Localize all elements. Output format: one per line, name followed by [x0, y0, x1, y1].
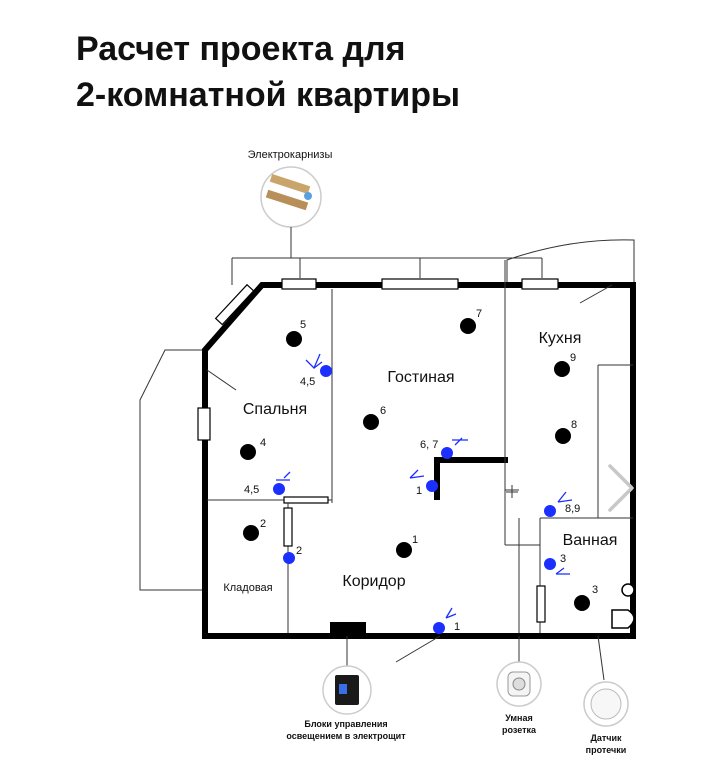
window-5 — [197, 407, 211, 441]
switch-icon — [441, 437, 468, 459]
label-lamp-9: 9 — [570, 352, 576, 364]
leak-sensor-icon — [583, 681, 629, 727]
lamp-icon — [555, 428, 571, 444]
lamp-icon — [574, 595, 590, 611]
lamp-icon — [240, 444, 256, 460]
switch-icon — [544, 558, 570, 575]
electrical-panel — [330, 622, 366, 634]
switch-icon — [283, 552, 295, 564]
label-switch-8-9: 8,9 — [565, 503, 580, 515]
window-2 — [381, 278, 459, 290]
label-lamp-2: 2 — [260, 518, 266, 530]
label-switch-1-b: 1 — [454, 621, 460, 633]
window-1 — [281, 278, 317, 290]
room-label-bathroom: Ванная — [563, 532, 618, 549]
label-switch-4-5-b: 4,5 — [244, 484, 259, 496]
title-line-2: 2-комнатной квартиры — [76, 76, 461, 114]
curtain-motor-icon — [260, 166, 322, 228]
room-label-living: Гостиная — [387, 369, 454, 386]
label-lamp-1: 1 — [412, 534, 418, 546]
switch-icon — [433, 607, 457, 634]
label-switch-6-7: 6, 7 — [420, 439, 438, 451]
label-switch-1: 1 — [416, 485, 422, 497]
label-lamp-3: 3 — [592, 584, 598, 596]
smart-outlet-label-1: Умная — [505, 713, 533, 723]
label-lamp-4: 4 — [260, 437, 266, 449]
label-lamp-8: 8 — [571, 419, 577, 431]
lamp-icon — [396, 542, 412, 558]
label-lamp-7: 7 — [476, 308, 482, 320]
lamp-icon — [554, 361, 570, 377]
control-block-label-1: Блоки управления — [304, 719, 387, 729]
lamp-icon — [286, 331, 302, 347]
lamp-icon — [363, 414, 379, 430]
room-label-corridor: Коридор — [342, 573, 405, 590]
leak-sensor-label-2: протечки — [586, 745, 627, 755]
switch-icon — [544, 491, 573, 517]
room-label-bedroom: Спальня — [243, 401, 307, 418]
label-switch-4-5: 4,5 — [300, 376, 315, 388]
control-block-label-2: освещением в электрощит — [286, 731, 406, 741]
switch-icon — [409, 469, 438, 492]
label-lamp-5: 5 — [300, 319, 306, 331]
smart-outlet-label-2: розетка — [502, 725, 537, 735]
window-3 — [521, 278, 559, 290]
control-block-icon — [322, 665, 372, 715]
window-4 — [214, 283, 255, 326]
curtains-label: Электрокарнизы — [248, 149, 333, 161]
label-switch-3: 3 — [560, 553, 566, 565]
smart-outlet-icon — [496, 661, 542, 707]
title-line-1: Расчет проекта для — [76, 30, 406, 68]
chevron-right-icon[interactable] — [600, 455, 640, 515]
leak-sensor-label-1: Датчик — [590, 733, 622, 743]
room-label-storage: Кладовая — [223, 582, 272, 594]
switch-icon — [305, 353, 332, 377]
label-switch-2: 2 — [296, 545, 302, 557]
page-title: Расчет проекта для 2-комнатной квартиры — [76, 26, 460, 118]
toilet-icon — [611, 583, 635, 629]
lamp-icon — [460, 318, 476, 334]
switch-icon — [273, 471, 291, 495]
room-label-kitchen: Кухня — [539, 330, 582, 347]
label-lamp-6: 6 — [380, 405, 386, 417]
lamp-icon — [243, 525, 259, 541]
